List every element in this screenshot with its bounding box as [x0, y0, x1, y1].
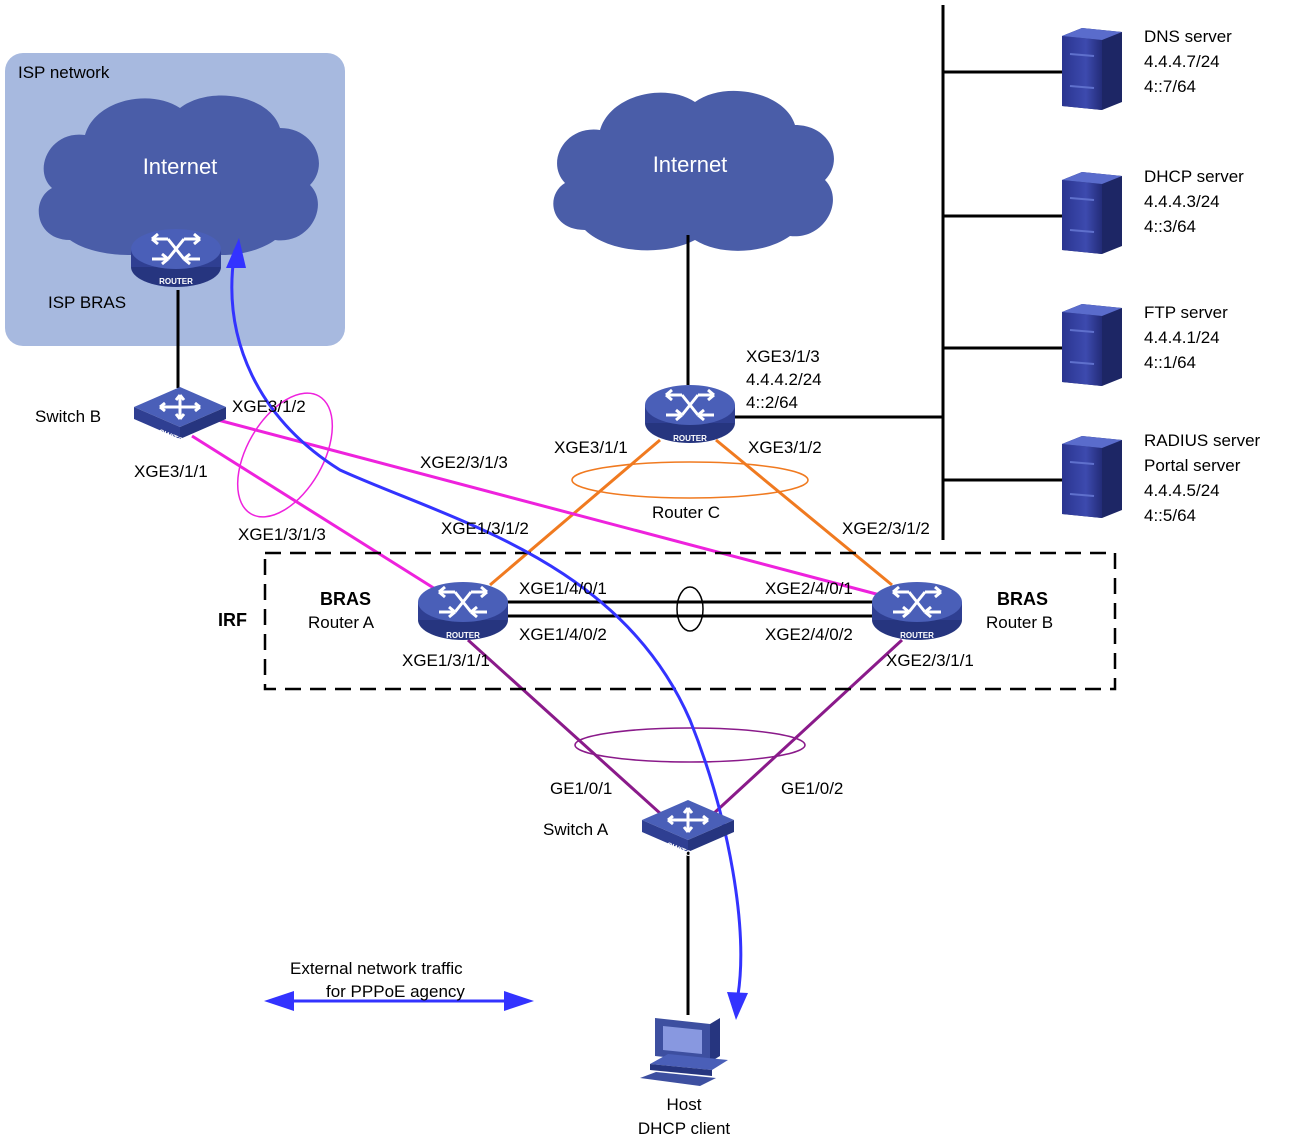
- link-switchb-routera: [191, 434, 441, 594]
- switch-b-label: Switch B: [35, 407, 101, 426]
- router-a-badge: ROUTER: [446, 631, 480, 640]
- svg-text:4::7/64: 4::7/64: [1144, 77, 1196, 96]
- port-label-swb-a: XGE3/1/2: [232, 397, 306, 416]
- port-label-rb-down: XGE2/3/1/1: [886, 651, 974, 670]
- host-role-label: DHCP client: [638, 1119, 731, 1138]
- router-a-role-label: BRAS: [320, 589, 371, 609]
- port-label-ra-to-rc: XGE1/3/1/2: [441, 519, 529, 538]
- link-routerb-switcha: [710, 638, 904, 817]
- ftp-server-icon: [1061, 303, 1123, 387]
- svg-text:4.4.4.7/24: 4.4.4.7/24: [1144, 52, 1220, 71]
- port-label-rc-left: XGE3/1/1: [554, 438, 628, 457]
- pppoe-agency-traffic-path: [230, 249, 743, 996]
- link-routera-switcha: [466, 638, 664, 817]
- switchb-aggregation-ring: [236, 392, 334, 518]
- router-c-badge: ROUTER: [673, 434, 707, 443]
- radius-portal-server-label: RADIUS server Portal server 4.4.4.5/24 4…: [1144, 431, 1261, 525]
- irf-boundary: [263, 551, 1117, 691]
- legend-text-line2: for PPPoE agency: [326, 982, 465, 1001]
- svg-text:FTP server: FTP server: [1144, 303, 1228, 322]
- legend-arrowhead-left: [264, 991, 294, 1011]
- port-label-swa-right: GE1/0/2: [781, 779, 843, 798]
- svg-text:4.4.4.3/24: 4.4.4.3/24: [1144, 192, 1220, 211]
- router-c-label: Router C: [652, 503, 720, 522]
- svg-text:4::2/64: 4::2/64: [746, 393, 798, 412]
- router-a-label: Router A: [308, 613, 375, 632]
- dns-server-label: DNS server 4.4.4.7/24 4::7/64: [1144, 27, 1232, 96]
- port-label-rb-to-rc: XGE2/3/1/2: [842, 519, 930, 538]
- switch-b-icon: [132, 385, 228, 441]
- isp-bras-badge: ROUTER: [159, 277, 193, 286]
- port-label-ra-irf1: XGE1/4/0/1: [519, 579, 607, 598]
- host-label: Host: [667, 1095, 702, 1114]
- irf-aggregation-ring: [676, 586, 704, 632]
- svg-text:DHCP server: DHCP server: [1144, 167, 1244, 186]
- internet-cloud-left-label: Internet: [143, 154, 218, 179]
- svg-text:4::3/64: 4::3/64: [1144, 217, 1196, 236]
- routerc-aggregation-ring: [571, 461, 809, 499]
- port-label-rc-right: XGE3/1/2: [748, 438, 822, 457]
- port-label-ra-down: XGE1/3/1/1: [402, 651, 490, 670]
- svg-text:4::1/64: 4::1/64: [1144, 353, 1196, 372]
- irf-label: IRF: [218, 610, 247, 630]
- port-label-rb-irf2: XGE2/4/0/2: [765, 625, 853, 644]
- port-label-swa-left: GE1/0/1: [550, 779, 612, 798]
- switcha-aggregation-ring: [574, 727, 806, 763]
- svg-text:Portal server: Portal server: [1144, 456, 1241, 475]
- radius-server-icon: [1061, 435, 1123, 519]
- router-b-label: Router B: [986, 613, 1053, 632]
- dhcp-server-label: DHCP server 4.4.4.3/24 4::3/64: [1144, 167, 1244, 236]
- svg-text:4::5/64: 4::5/64: [1144, 506, 1196, 525]
- traffic-arrowhead-bottom: [727, 992, 748, 1020]
- legend-arrowhead-right: [504, 991, 534, 1011]
- router-b-role-label: BRAS: [997, 589, 1048, 609]
- dhcp-server-icon: [1061, 171, 1123, 255]
- port-label-swb-b: XGE3/1/1: [134, 462, 208, 481]
- svg-text:4.4.4.1/24: 4.4.4.1/24: [1144, 328, 1220, 347]
- router-b-badge: ROUTER: [900, 631, 934, 640]
- host-pc-icon: [640, 1018, 728, 1086]
- internet-cloud-center: [553, 90, 834, 251]
- port-label-rb-to-swb: XGE2/3/1/3: [420, 453, 508, 472]
- svg-text:XGE3/1/3: XGE3/1/3: [746, 347, 820, 366]
- link-routerc-routera: [489, 438, 661, 587]
- isp-bras-label: ISP BRAS: [48, 293, 126, 312]
- dns-server-icon: [1061, 27, 1123, 111]
- port-label-ra-to-swb: XGE1/3/1/3: [238, 525, 326, 544]
- link-routerc-routerb: [715, 438, 893, 587]
- traffic-arrowhead-top: [226, 238, 246, 268]
- legend-text-line1: External network traffic: [290, 959, 463, 978]
- port-label-ra-irf2: XGE1/4/0/2: [519, 625, 607, 644]
- isp-network-title: ISP network: [18, 63, 110, 82]
- ftp-server-label: FTP server 4.4.4.1/24 4::1/64: [1144, 303, 1228, 372]
- svg-text:RADIUS server: RADIUS server: [1144, 431, 1261, 450]
- port-label-rb-irf1: XGE2/4/0/1: [765, 579, 853, 598]
- svg-text:4.4.4.5/24: 4.4.4.5/24: [1144, 481, 1220, 500]
- internet-cloud-left: [38, 95, 319, 256]
- router-c-uplink-port-label: XGE3/1/3 4.4.4.2/24 4::2/64: [746, 347, 822, 412]
- svg-text:DNS server: DNS server: [1144, 27, 1232, 46]
- svg-text:4.4.4.2/24: 4.4.4.2/24: [746, 370, 822, 389]
- switch-a-label: Switch A: [543, 820, 609, 839]
- internet-cloud-center-label: Internet: [653, 152, 728, 177]
